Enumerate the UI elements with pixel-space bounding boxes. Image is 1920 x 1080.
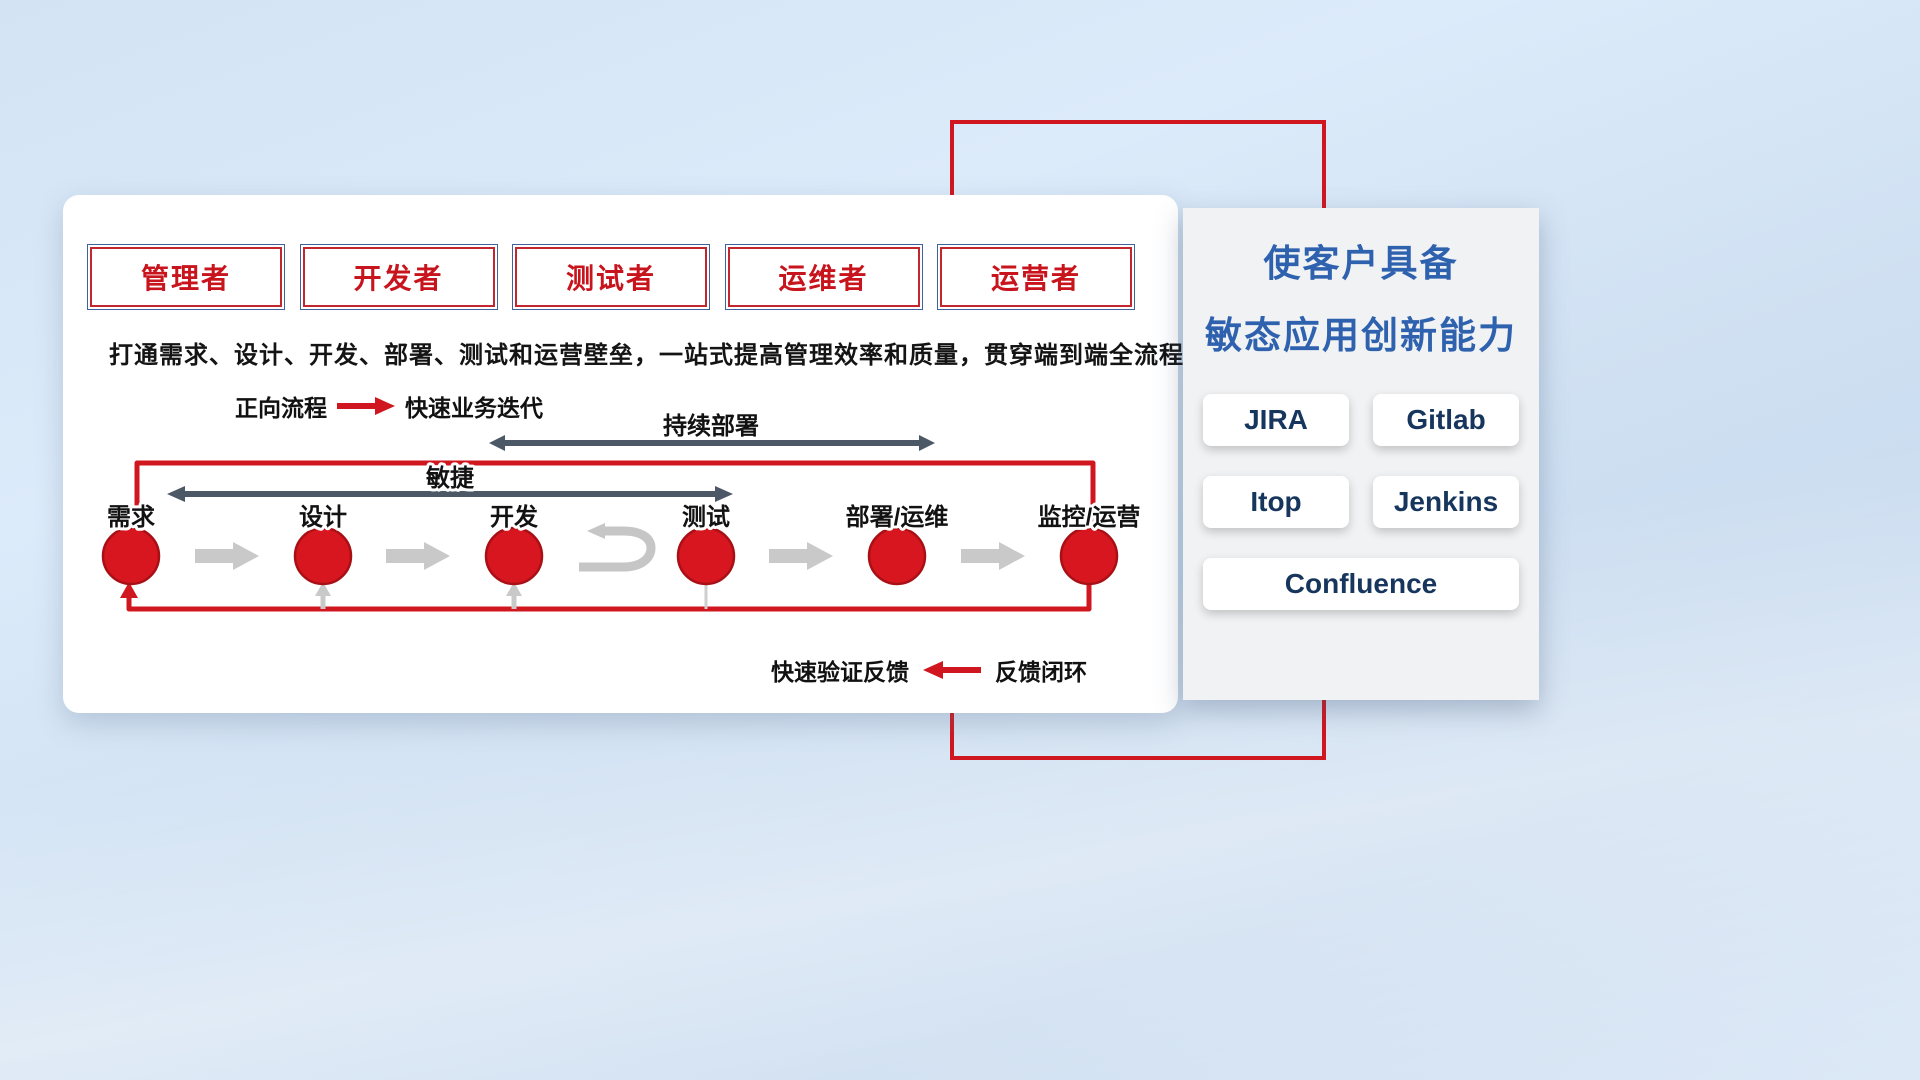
- side-title-line2: 敏态应用创新能力: [1205, 315, 1517, 356]
- continuous-deploy-arrow: [489, 435, 935, 451]
- tool-badge-gitlab: Gitlab: [1373, 394, 1519, 446]
- feedback-flow-legend: 快速验证反馈 反馈闭环: [771, 653, 1087, 687]
- capability-side-panel: 使客户具备 敏态应用创新能力 JIRA Gitlab Itop Jenkins …: [1183, 208, 1539, 700]
- role-label: 管理者: [140, 263, 231, 294]
- forward-flow-arrowhead: [1084, 512, 1102, 528]
- stage-connector-dev: [506, 582, 522, 609]
- forward-flow-legend: 正向流程 快速业务迭代: [235, 389, 543, 423]
- iteration-arrow-icon: [579, 523, 656, 572]
- side-panel-title: 使客户具备 敏态应用创新能力: [1183, 208, 1539, 372]
- tool-badge-jira: JIRA: [1203, 394, 1349, 446]
- forward-flow-line: [134, 460, 1102, 529]
- role-box-tester: 测试者: [512, 244, 710, 310]
- stage-label: 监控/运营: [1038, 503, 1141, 531]
- tool-badge-itop: Itop: [1203, 476, 1349, 528]
- stage-label: 开发: [490, 503, 538, 531]
- agile-arrow: [167, 486, 733, 502]
- forward-legend-desc: 快速业务迭代: [405, 395, 543, 421]
- panel-subtitle: 打通需求、设计、开发、部署、测试和运营壁垒，一站式提高管理效率和质量，贯穿端到端…: [109, 342, 1184, 369]
- role-boxes-row: 管理者 开发者 测试者 运维者 运营者: [87, 244, 1135, 310]
- feedback-flow-line: [120, 582, 1092, 612]
- role-label: 测试者: [565, 263, 656, 294]
- forward-legend-label: 正向流程: [235, 395, 327, 421]
- continuous-deploy-label: 持续部署: [663, 412, 759, 440]
- flow-arrow-icon: [961, 542, 1025, 570]
- side-title-line1: 使客户具备: [1263, 243, 1459, 284]
- tool-badge-confluence: Confluence: [1203, 558, 1519, 610]
- stage-node: [1059, 526, 1119, 586]
- stage-label: 测试: [682, 504, 730, 531]
- forward-arrow-icon: [337, 397, 395, 415]
- stage-node: [293, 526, 353, 586]
- role-label: 运维者: [778, 263, 869, 294]
- agile-label: 敏捷: [425, 465, 474, 492]
- role-label: 开发者: [353, 263, 444, 294]
- stage-node: [676, 526, 736, 586]
- stage-node: [484, 526, 544, 586]
- role-box-operator: 运营者: [937, 244, 1135, 310]
- tool-badge-jenkins: Jenkins: [1373, 476, 1519, 528]
- feedback-arrow-icon: [923, 661, 981, 679]
- stage-label: 需求: [107, 504, 155, 531]
- stage-node: [101, 526, 161, 586]
- feedback-flow-arrowhead: [120, 582, 138, 598]
- flow-arrow-icon: [769, 542, 833, 570]
- feedback-legend-label: 反馈闭环: [995, 659, 1087, 685]
- role-box-manager: 管理者: [87, 244, 285, 310]
- flow-arrow-icon: [195, 542, 259, 570]
- role-label: 运营者: [990, 263, 1081, 294]
- role-box-ops: 运维者: [724, 244, 923, 310]
- flow-arrow-icon: [386, 542, 450, 570]
- stage-label: 设计: [299, 504, 347, 531]
- role-box-developer: 开发者: [299, 244, 498, 310]
- feedback-legend-desc: 快速验证反馈: [771, 659, 909, 685]
- stage-connector-design: [315, 582, 331, 609]
- stage-node: [867, 526, 927, 586]
- stage-label: 部署/运维: [846, 503, 949, 531]
- tool-badges-grid: JIRA Gitlab Itop Jenkins Confluence: [1183, 372, 1539, 610]
- devops-workflow-panel: 持续部署 敏捷 需求 设计 开发 测试 部署/运维 监控/运营 管理者 开发者 …: [63, 195, 1184, 713]
